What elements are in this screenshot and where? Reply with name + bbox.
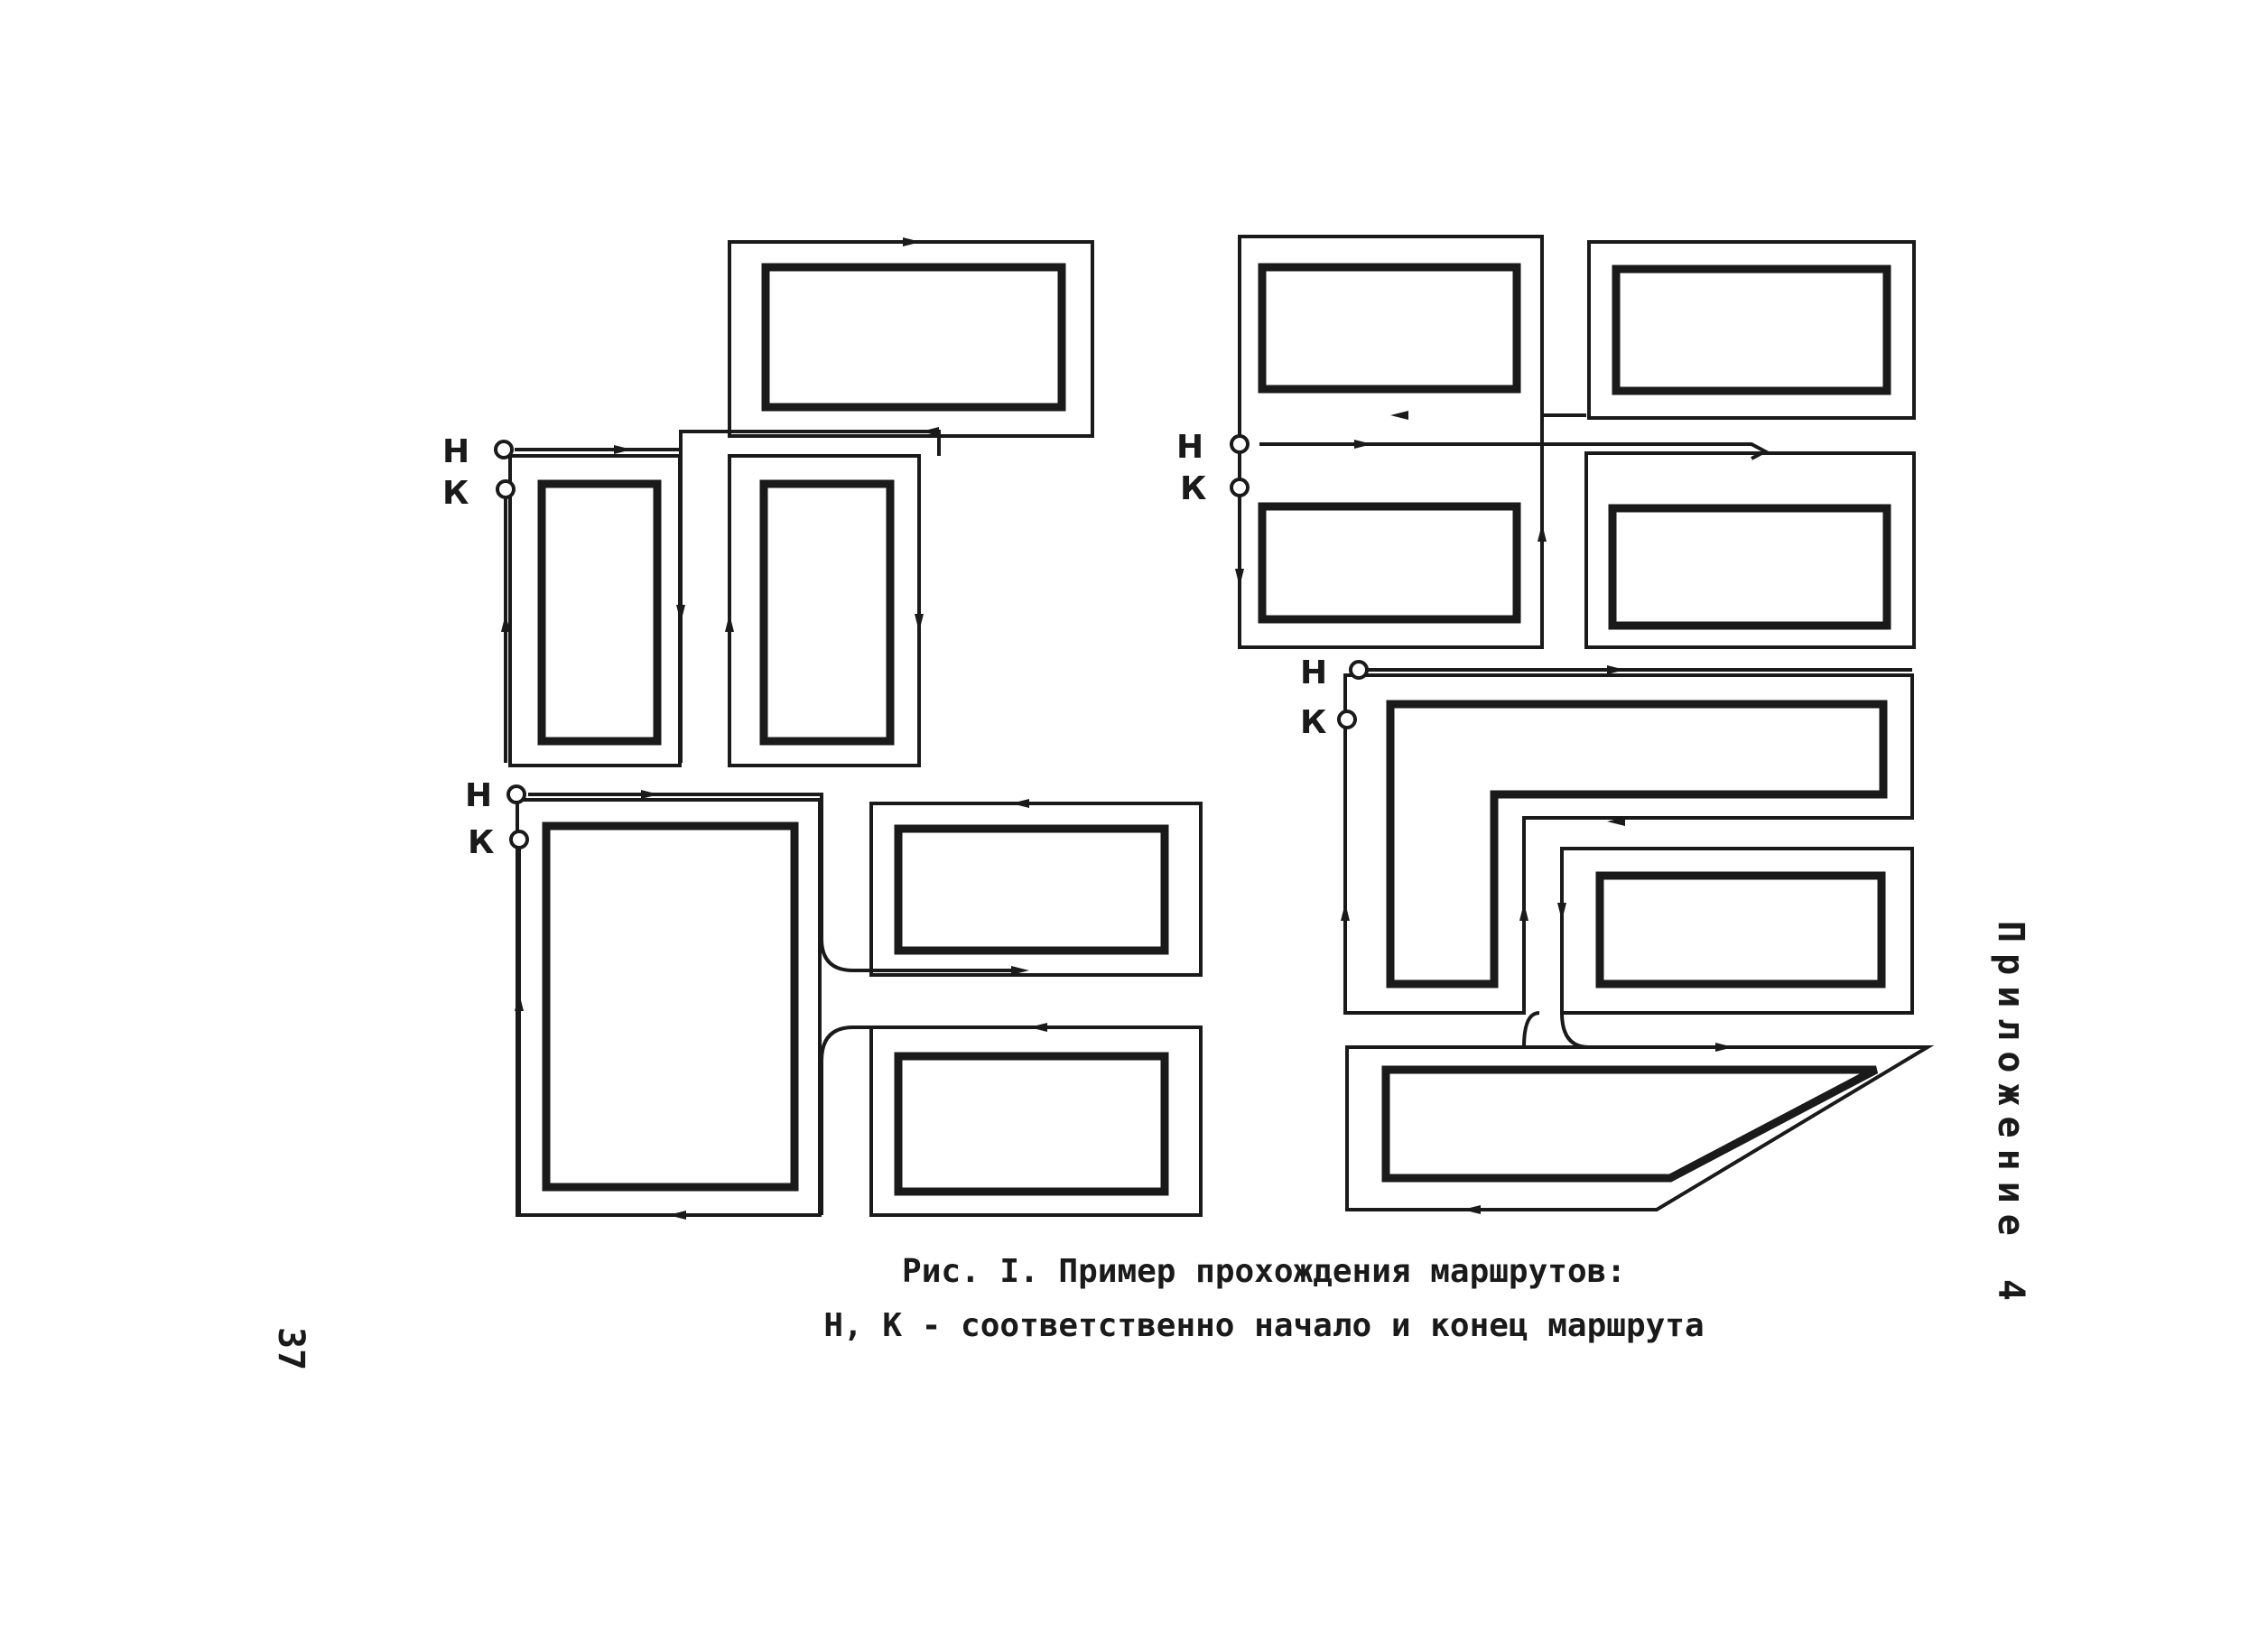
route-right-lower: [1343, 668, 1912, 1049]
route-arrows: [501, 237, 1733, 1220]
arrow: [1390, 411, 1408, 420]
start-terminal: [1349, 660, 1369, 680]
terminals-left-lower: Н К: [465, 777, 529, 861]
arrow: [1557, 903, 1566, 921]
arrow: [501, 614, 510, 632]
page-number: 37: [270, 1327, 311, 1371]
arrow: [1715, 1043, 1733, 1052]
arrow: [1607, 665, 1625, 674]
arrow: [676, 605, 685, 623]
figure-caption-title: Рис. I. Пример прохождения маршрутов:: [902, 1253, 1626, 1290]
arrow: [1538, 524, 1547, 542]
left-middle-block-right: [728, 454, 921, 767]
appendix-label: Приложение 4: [1990, 921, 2031, 1312]
start-terminal: [494, 440, 514, 459]
arrow: [1463, 1205, 1481, 1214]
arrow: [1011, 799, 1029, 808]
arrow: [641, 790, 659, 799]
arrow: [668, 1211, 686, 1220]
end-label: К: [1180, 470, 1206, 507]
right-l-shaped-block: [1343, 673, 1914, 1015]
route-right-upper: [1238, 413, 1770, 560]
end-terminal: [1230, 478, 1250, 497]
arrow: [1029, 1023, 1047, 1032]
right-block-4: [1560, 847, 1914, 1015]
arrow: [921, 427, 939, 436]
arrow: [614, 445, 632, 454]
start-label: Н: [442, 433, 469, 470]
start-label: Н: [465, 777, 492, 814]
left-upper-block-wide: [728, 240, 1094, 438]
terminals-right-lower: Н К: [1300, 654, 1369, 741]
start-label: Н: [1300, 654, 1327, 691]
end-terminal: [509, 830, 529, 849]
arrow: [1235, 569, 1244, 587]
end-label: К: [468, 824, 494, 861]
arrow: [725, 614, 734, 632]
terminals-left-upper: Н К: [442, 433, 516, 512]
arrow: [1341, 903, 1350, 921]
start-label: Н: [1176, 429, 1203, 466]
start-terminal: [506, 784, 526, 804]
arrow: [1519, 903, 1528, 921]
start-terminal: [1230, 434, 1250, 454]
arrow: [515, 993, 524, 1011]
arrow: [903, 237, 921, 246]
figure-caption-legend: Н, К - соответственно начало и конец мар…: [823, 1307, 1705, 1344]
left-lower-block-large: [516, 798, 822, 1217]
arrow: [915, 614, 924, 632]
arrow: [1607, 817, 1625, 826]
arrow: [1354, 440, 1372, 449]
right-block-1: [1238, 235, 1544, 649]
terminals-right-upper: Н К: [1176, 429, 1250, 507]
right-trapezoid-block: [1345, 1045, 1935, 1211]
left-lower-block-bottom-right: [869, 1026, 1203, 1217]
arrow: [1011, 966, 1029, 975]
route-left-lower: [517, 793, 1020, 1215]
right-block-3: [1584, 451, 1916, 649]
left-lower-block-top-right: [869, 802, 1203, 977]
end-terminal: [496, 479, 516, 499]
end-terminal: [1337, 710, 1357, 729]
right-block-2: [1587, 240, 1916, 420]
end-label: К: [442, 475, 469, 512]
left-middle-block-narrow: [508, 454, 682, 767]
end-label: К: [1300, 704, 1326, 741]
